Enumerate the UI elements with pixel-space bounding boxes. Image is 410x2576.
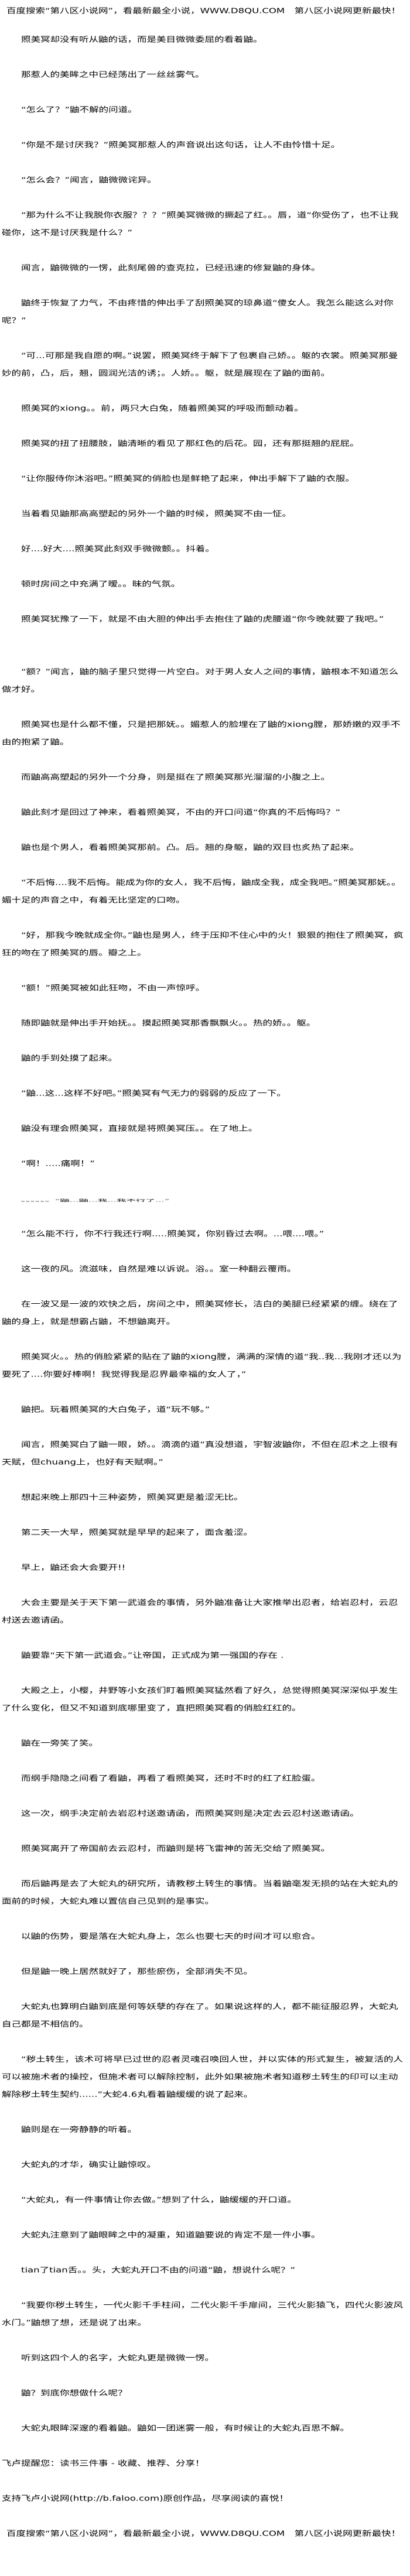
- story-paragraph: “不后悔....我不后悔。能成为你的女人，我不后悔，鼬成全我，成全我吧。”照美冥…: [2, 878, 401, 905]
- story-paragraph: 以鼬的伤势，要是落在大蛇丸身上，怎么也要七天的时间才可以愈合。: [21, 1932, 321, 1941]
- story-paragraph: 照美冥离开了帝国前去云忍村，而鼬则是将飞雷神的苦无交给了照美冥。: [21, 1844, 330, 1853]
- story-paragraph: “让你服侍你沐浴吧。”照美冥的俏脸也是鲜艳了起来，伸出手解下了鼬的衣服。: [21, 474, 355, 483]
- story-paragraph: 好....好大....照美冥此刻双手微微颤。。抖着。: [21, 544, 215, 553]
- story-paragraph: 大蛇丸眼眸深邃的看着鼬。鼬如一团迷雾一般，有时候让的大蛇丸百思不解。: [21, 2424, 350, 2433]
- story-paragraph: 而后鼬再是去了大蛇丸的研究所，请教秽土转生的事情。当着鼬毫发无损的站在大蛇丸的面…: [2, 1879, 398, 1906]
- story-paragraph: 早上，鼬还会大会要开!!: [21, 1563, 126, 1572]
- story-paragraph: 当着看见鼬那高高塑起的另外一个鼬的时候，照美冥不由一怔。: [21, 509, 292, 518]
- squashed-line: 。。。。。。“鼬...鼬...我...我不行了...”: [21, 1198, 170, 1203]
- story-paragraph: 听到这四个人的名字，大蛇丸更是微微一愣。: [21, 2354, 214, 2362]
- story-paragraph: “怎么了？”鼬不解的问道。: [21, 105, 138, 114]
- story-paragraph: 照美冥犹豫了一下，就是不由大胆的伸出手去抱住了鼬的虎腰道“你今晚就要了我吧。”: [21, 615, 384, 624]
- story-paragraph: 大殿之上，小樱，井野等小女孩们盯着照美冥猛然看了好久，总觉得照美冥深深似乎发生了…: [2, 1686, 398, 1712]
- story-paragraph: 照美冥的扭了扭腰肢，鼬清晰的看见了那红色的后花。园，还有那挺翘的屁屁。: [21, 439, 360, 448]
- story-paragraph: “我要你秽土转生，一代火影千手柱间，二代火影千手扉间，三代火影猿飞，四代火影波风…: [2, 2301, 404, 2327]
- story-paragraph: “啊！.....痛啊！”: [21, 1159, 95, 1168]
- story-paragraph: 随即鼬就是伸出手开始抚。。摸起照美冥那香飘飘火。。热的娇。。躯。: [21, 1019, 316, 1027]
- story-paragraph: 那惹人的美眸之中已经荡出了一丝丝雾气。: [21, 70, 205, 79]
- story-paragraph: 这一次，纲手决定前去岩忍村送邀请函，而照美冥则是决定去云忍村送邀请函。: [21, 1809, 360, 1818]
- story-paragraph: 鼬把。玩着照美冥的大白兔子，道“玩不够。”: [21, 1405, 210, 1414]
- story-paragraph: 鼬要靠“天下第一武道会。”让帝国，正式成为第一强国的存在 .: [21, 1651, 284, 1660]
- story-paragraph: 鼬没有理会照美冥，直接就是将照美冥压。。在了地上。: [21, 1124, 258, 1133]
- story-paragraph: “好，那我今晚就成全你。”鼬也是男人，终于压抑不住心中的火！狠狠的抱住了照美冥，…: [2, 931, 404, 957]
- story-paragraph: 鼬在一旁笑了笑。: [21, 1739, 98, 1748]
- story-paragraph: 第二天一大早，照美冥就是早早的起来了，面含羞涩。: [21, 1528, 253, 1537]
- story-paragraph: 照美冥的xiong。。前，两只大白兔，随着照美冥的呼吸而颤动着。: [21, 404, 304, 413]
- story-paragraph: 这一夜的风。流滋味，自然是难以诉说。浴。。室一种翻云覆雨。: [21, 1265, 297, 1273]
- story-paragraph: 鼬此刻才是回过了神来，看着照美冥，不由的开口问道“你真的不后悔吗？”: [21, 808, 341, 817]
- story-paragraph: 鼬也是个男人，看着照美冥那前。凸。后。翘的身躯，鼬的双目也炙热了起来。: [21, 843, 360, 852]
- story-paragraph: 。。。。。。“鼬...鼬...我...我不行了...”: [0, 1190, 410, 1208]
- story-paragraph: 照美冥火。。热的俏脸紧紧的贴在了鼬的xiong膛，满满的深情的道“我..我...…: [2, 1352, 402, 1379]
- story-paragraph: 顿时房间之中充满了暧。。昧的气氛。: [21, 580, 181, 588]
- footer-reminder: 飞卢提醒您：读书三件事 - 收藏、推荐、分享！: [2, 2459, 205, 2468]
- story-paragraph: 闻言，鼬微微的一愣，此刻尾兽的查克拉，已经迅速的修复鼬的身体。: [21, 263, 321, 272]
- story-paragraph: 鼬则是在一旁静静的听着。: [21, 2125, 137, 2134]
- story-paragraph: 而纲手隐隐之间看了看鼬，再看了看照美冥，还时不时的红了红脸蛋。: [21, 1774, 321, 1783]
- site-banner-top: 百度搜索“第八区小说网”，看最新最全小说，WWW.D8QU.COM 第八区小说网…: [6, 6, 401, 15]
- story-paragraph: 但是鼬一晚上居然就好了，那些瘀伤，全部消失不见。: [21, 1967, 253, 1976]
- story-paragraph: “怎么能不行，你不行我还行啊.....照美冥，你别昏过去啊。...喂....喂。…: [21, 1229, 324, 1238]
- story-paragraph: 大蛇丸也算明白鼬到底是何等妖孽的存在了。如果说这样的人，都不能征服忍界，大蛇丸自…: [2, 2002, 398, 2029]
- story-paragraph: “可...可那是我自愿的啊。”说罢，照美冥终于解下了包裹自己娇。。躯的衣裳。照美…: [2, 351, 398, 378]
- story-paragraph: 鼬终于恢复了力气，不由疼惜的伸出手了刮照美冥的琼鼻道“傻女人。我怎么能这么对你呢…: [2, 299, 394, 325]
- footer-support: 支持飞卢小说网(http://b.faloo.com)原创作品，尽享阅读的喜悦！: [2, 2494, 289, 2503]
- story-paragraph: 大蛇丸的才华，确实让鼬惊叹。: [21, 2160, 156, 2169]
- story-paragraph: “那为什么不让我脱你衣服？？？”照美冥微微的撅起了红。。唇，道“你受伤了，也不让…: [2, 211, 399, 237]
- story-paragraph: 照美冥也是什么都不懂，只是把那妩。。媚惹人的脸埋在了鼬的xiong膛，那娇嫩的双…: [2, 720, 401, 746]
- story-paragraph: 鼬？到底你想做什么呢？: [21, 2389, 128, 2397]
- story-paragraph: 而鼬高高塑起的另外一个分身，则是挺在了照美冥那光溜溜的小腹之上。: [21, 773, 330, 782]
- story-paragraph: 鼬的手到处摸了起来。: [21, 1054, 118, 1063]
- story-paragraph: tian了tian舌。。头，大蛇丸开口不由的问道“鼬，想说什么呢？”: [21, 2266, 296, 2274]
- story-paragraph: 照美冥却没有听从鼬的话，而是美目微微委屈的看着鼬。: [21, 35, 263, 44]
- story-paragraph: “怎么会？”闻言，鼬微微诧异。: [21, 176, 157, 184]
- story-paragraph: “额！”照美冥被如此狂吻，不由一声惊呼。: [21, 984, 206, 992]
- chapter-body: 照美冥却没有听从鼬的话，而是美目微微委屈的看着鼬。那惹人的美眸之中已经荡出了一丝…: [0, 31, 410, 2437]
- story-paragraph: “鼬...这...这样不好吧。”照美冥有气无力的弱弱的反应了一下。: [21, 1089, 286, 1098]
- story-paragraph: “秽土转生，该术可将早已过世的忍者灵魂召唤回人世，并以实体的形式复生，被复活的人…: [2, 2055, 404, 2099]
- story-paragraph: “大蛇丸，有一件事情让你去做。”想到了什么，鼬缓缓的开口道。: [21, 2195, 297, 2204]
- story-paragraph: “额？”闻言，鼬的脑子里只觉得一片空白。对于男人女人之间的事情，鼬根本不知道怎么…: [2, 667, 399, 694]
- story-paragraph: 想起来晚上那四十三种姿势，照美冥更是羞涩无比。: [21, 1493, 244, 1502]
- story-paragraph: 闻言，照美冥白了鼬一眼，娇。。滴滴的道”真没想道，宇智波鼬你，不但在忍术之上很有…: [2, 1440, 398, 1467]
- story-paragraph: 大蛇丸注意到了鼬眼眸之中的凝重，知道鼬要说的肯定不是一件小事。: [21, 2231, 321, 2239]
- story-paragraph: 在一波又是一波的欢快之后，房间之中，照美冥修长，洁白的美腿已经紧紧的缠。绕在了鼬…: [2, 1300, 398, 1326]
- site-banner-bottom: 百度搜索“第八区小说网”，看最新最全小说，WWW.D8QU.COM 第八区小说网…: [6, 2529, 401, 2538]
- story-paragraph: “你是不是讨厌我？”照美冥那惹人的声音说出这句话，让人不由怜惜十足。: [21, 141, 341, 149]
- story-paragraph: 大会主要是关于天下第一武道会的事情，另外鼬准备让大家推举出忍者，给岩忍村，云忍村…: [2, 1598, 398, 1625]
